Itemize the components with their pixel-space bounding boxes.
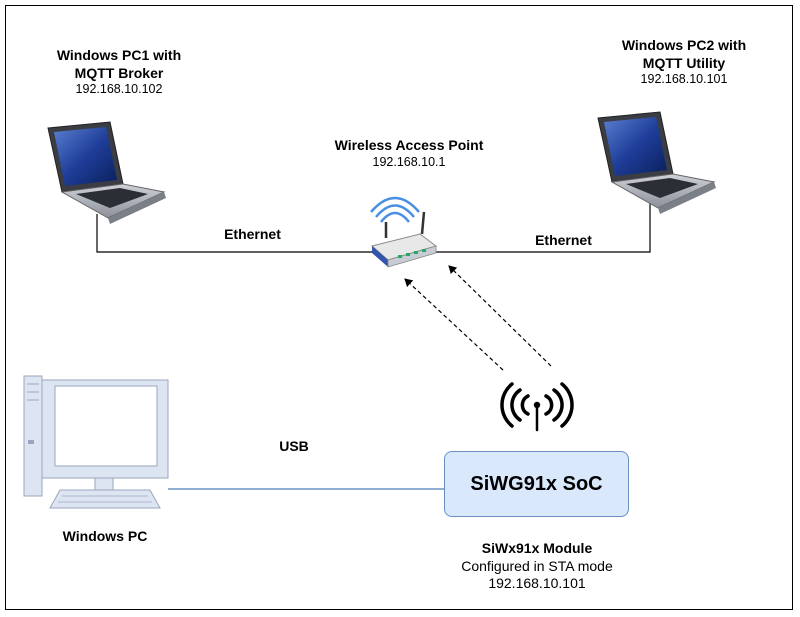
usb-label: USB: [279, 438, 309, 454]
soc-box: SiWG91x SoC: [444, 451, 629, 517]
laptop-icon: [597, 111, 716, 214]
diagram-frame: [5, 5, 793, 610]
pc1-title-line1: Windows PC1 with: [56, 47, 182, 63]
pc1-title-line2: MQTT Broker: [74, 64, 164, 81]
access-point-title: Wireless Access Point: [334, 137, 484, 153]
ethernet-label-left: Ethernet: [224, 226, 281, 242]
soc-label: SiWG91x SoC: [470, 472, 603, 495]
desktop-pc-icon: [23, 375, 169, 509]
access-point-ip: 192.168.10.1: [372, 154, 446, 169]
pc1-ip: 192.168.10.102: [75, 82, 163, 96]
ethernet-label-right: Ethernet: [535, 232, 592, 248]
windows-pc-label: Windows PC: [62, 528, 148, 544]
pc2-label: Windows PC2 with MQTT Utility 192.168.10…: [600, 37, 768, 88]
pc2-ip: 192.168.10.101: [640, 72, 728, 86]
laptop-icon: [47, 121, 166, 224]
wireless-signal-icon: [500, 382, 574, 432]
ethernet-line-right: [433, 203, 651, 253]
wireless-arrow-left: [404, 278, 504, 371]
ethernet-line-left: [96, 214, 374, 253]
module-label: SiWx91x Module Configured in STA mode 19…: [432, 540, 642, 593]
module-title: SiWx91x Module: [481, 540, 593, 556]
pc2-title-line1: Windows PC2 with: [621, 37, 747, 53]
module-mode: Configured in STA mode: [461, 557, 613, 574]
pc2-title-line2: MQTT Utility: [642, 54, 726, 71]
wireless-arrow-right: [448, 265, 552, 367]
pc1-label: Windows PC1 with MQTT Broker 192.168.10.…: [35, 47, 203, 98]
module-ip: 192.168.10.101: [488, 575, 586, 591]
access-point-label: Wireless Access Point 192.168.10.1: [305, 137, 513, 170]
router-icon: [370, 196, 438, 268]
